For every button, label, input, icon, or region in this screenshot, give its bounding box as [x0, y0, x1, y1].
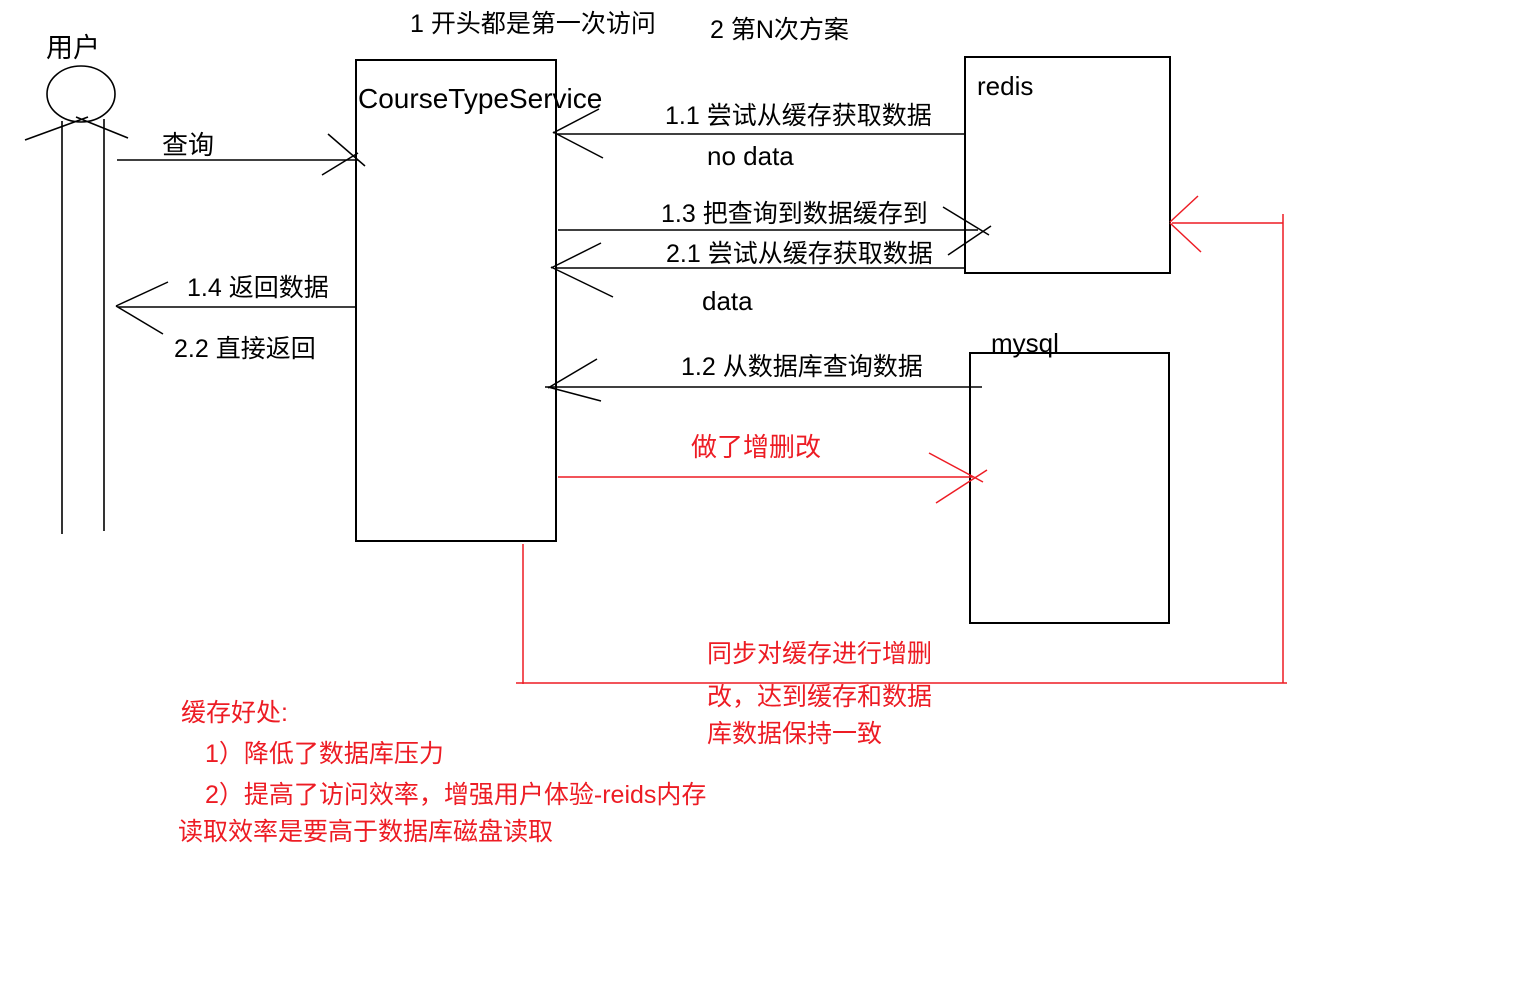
query-arrowhead-stroke [321, 152, 359, 176]
benefits-item1: 1）降低了数据库压力 [205, 740, 444, 768]
benefits-title: 缓存好处: [181, 699, 288, 727]
m2-1-message-label: 2.1 尝试从缓存获取数据 [666, 240, 933, 268]
sync-note-line2: 改，达到缓存和数据 [707, 683, 933, 711]
mysql-box [969, 352, 1170, 624]
sync-note-line3: 库数据保持一致 [707, 720, 883, 748]
m2-1-arrowhead-stroke [550, 242, 602, 269]
note-first-visit: 1 开头都是第一次访问 [410, 10, 656, 38]
actor-left-arm [24, 116, 89, 141]
m1-2-arrowhead-stroke [547, 358, 598, 389]
m1-4-arrowhead-stroke [115, 281, 169, 307]
m1-4-arrowhead-stroke [115, 305, 164, 335]
actor-figure [24, 65, 129, 534]
mysql-label: mysql [991, 328, 1059, 358]
crud-arrowhead-stroke [928, 452, 984, 483]
benefits-item2: 2）提高了访问效率，增强用户体验-reids内存 [205, 781, 707, 809]
m1-3-arrowhead-stroke [942, 206, 990, 236]
query-arrowhead-stroke [327, 133, 366, 167]
actor-right-arm [75, 116, 129, 139]
sync-arrowhead-stroke [1169, 222, 1202, 253]
m1-1-result-label: no data [707, 141, 794, 171]
service-label: CourseTypeService [358, 83, 603, 114]
m2-1-result-label: data [702, 286, 753, 316]
m1-1-message-label: 1.1 尝试从缓存获取数据 [665, 102, 932, 130]
red-arrows [516, 195, 1287, 684]
actor-label: 用户 [46, 33, 100, 63]
m1-3-arrowhead-stroke [947, 225, 992, 256]
redis-label: redis [977, 71, 1034, 101]
service-box [355, 59, 557, 542]
m1-1-arrowhead-stroke [552, 131, 604, 159]
m1-2-message-label: 1.2 从数据库查询数据 [681, 353, 923, 381]
note-nth-visit: 2 第N次方案 [710, 16, 849, 44]
m1-3-message-label: 1.3 把查询到数据缓存到 [661, 200, 928, 228]
m1-4-message-label: 1.4 返回数据 [187, 274, 329, 302]
sync-note-line1: 同步对缓存进行增删 [707, 640, 933, 668]
crud-message-label: 做了增删改 [691, 432, 822, 462]
crud-arrowhead-stroke [935, 469, 988, 504]
m1-2-arrowhead-stroke [547, 386, 602, 402]
sync-arrowhead-stroke [1169, 195, 1199, 223]
m2-2-message-label: 2.2 直接返回 [174, 335, 316, 363]
query-message-label: 查询 [162, 130, 215, 160]
actor-head [46, 65, 116, 123]
m2-1-arrowhead-stroke [550, 266, 614, 298]
benefits-item2-continuation: 读取效率是要高于数据库磁盘读取 [178, 818, 554, 846]
